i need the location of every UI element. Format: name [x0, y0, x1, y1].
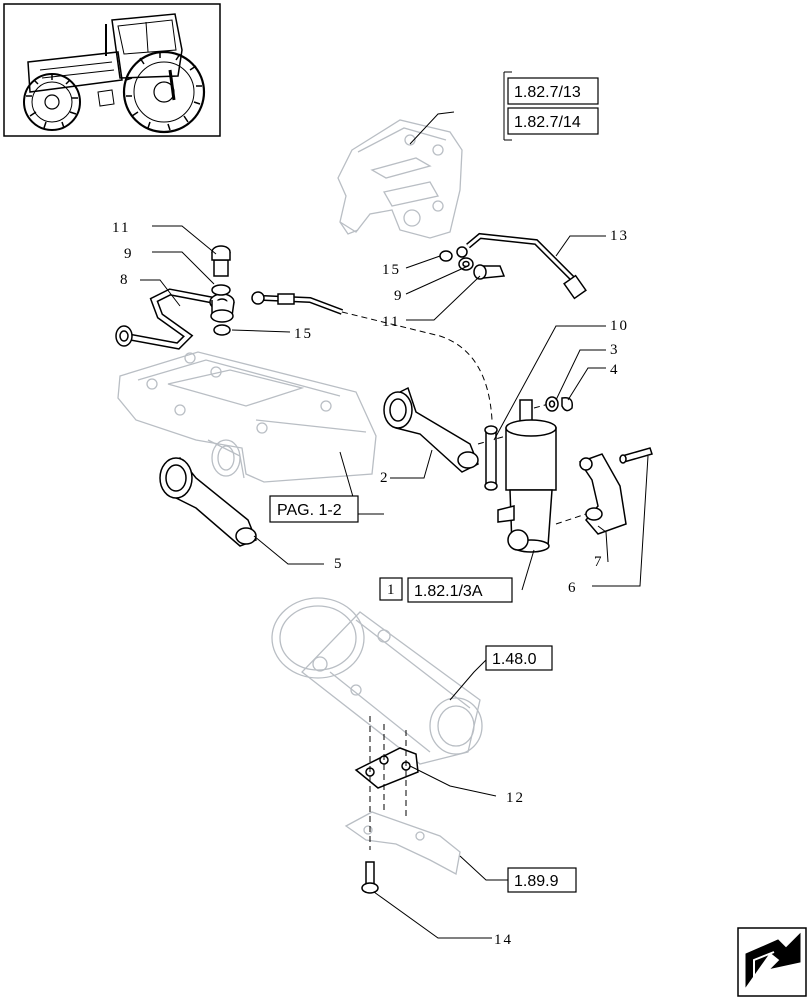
- callout-2: 2: [380, 470, 390, 486]
- pipe-upper: [251, 291, 344, 315]
- callout-14: 13: [610, 228, 629, 244]
- ref-box-top-1[interactable]: 1.82.7/13: [507, 77, 599, 105]
- screw-10: [484, 425, 498, 491]
- callout-9-right: 9: [394, 288, 404, 304]
- callout-5: 5: [334, 556, 344, 572]
- plate-12: [354, 747, 419, 789]
- lift-housing-ghost: [117, 351, 377, 483]
- dash-7: [555, 513, 587, 525]
- ref-box-bottom[interactable]: 1.89.9: [507, 867, 577, 893]
- control-valve-ghost: [337, 119, 463, 239]
- ref-box-pag[interactable]: PAG. 1-2: [269, 495, 359, 523]
- callout-8: 8: [120, 272, 130, 288]
- callout-6: 6: [568, 580, 578, 596]
- clip-4: [561, 396, 574, 412]
- ref-box-top-2[interactable]: 1.82.7/14: [507, 107, 599, 135]
- lift-arm-2: [383, 386, 479, 473]
- lift-arm-5: [159, 456, 257, 547]
- banjo-screw-11b: [473, 264, 506, 280]
- ref-axle-label: 1.48.0: [492, 651, 537, 668]
- callout-10: 10: [610, 318, 629, 334]
- tractor-thumbnail-icon: [3, 3, 221, 137]
- dash-3: [533, 401, 557, 409]
- callout-7: 7: [594, 554, 604, 570]
- banjo-fitting: [209, 293, 235, 336]
- callout-11-right: 11: [382, 314, 400, 330]
- lift-cylinder: [497, 399, 557, 553]
- callout-9-left: 9: [124, 246, 134, 262]
- pipe-8: [115, 288, 213, 350]
- ref-box-cylinder[interactable]: 1.82.1/3A: [407, 577, 513, 603]
- ref-bottom-label: 1.89.9: [514, 873, 559, 890]
- pin-6: [619, 447, 653, 464]
- leader-lines: [140, 71, 649, 939]
- callout-12: 12: [506, 790, 525, 806]
- ref-pag-label: PAG. 1-2: [277, 502, 342, 519]
- ref-cylinder-index-label: 1: [387, 582, 397, 598]
- ref-top-1-label: 1.82.7/13: [514, 84, 581, 101]
- callout-11-left: 11: [112, 220, 130, 236]
- ref-top-2-label: 1.82.7/14: [514, 114, 581, 131]
- bracket-7: [578, 453, 627, 535]
- pipe-14: [439, 232, 587, 300]
- callout-4: 4: [610, 362, 620, 378]
- assembly-dash-line: [341, 311, 493, 421]
- axle-housing-ghost: [271, 597, 483, 875]
- ref-box-axle[interactable]: 1.48.0: [485, 645, 553, 671]
- next-page-arrow-icon[interactable]: [737, 927, 807, 997]
- bush-3: [545, 396, 559, 412]
- ref-box-cylinder-index: 1: [379, 577, 403, 601]
- callout-15-right: 15: [382, 262, 401, 278]
- callout-15-left: 15: [294, 326, 313, 342]
- bolt-13: [361, 861, 379, 894]
- banjo-screw-11a: [211, 245, 231, 296]
- ref-cylinder-label: 1.82.1/3A: [414, 583, 483, 600]
- callout-13: 14: [494, 932, 513, 948]
- callout-3: 3: [610, 342, 620, 358]
